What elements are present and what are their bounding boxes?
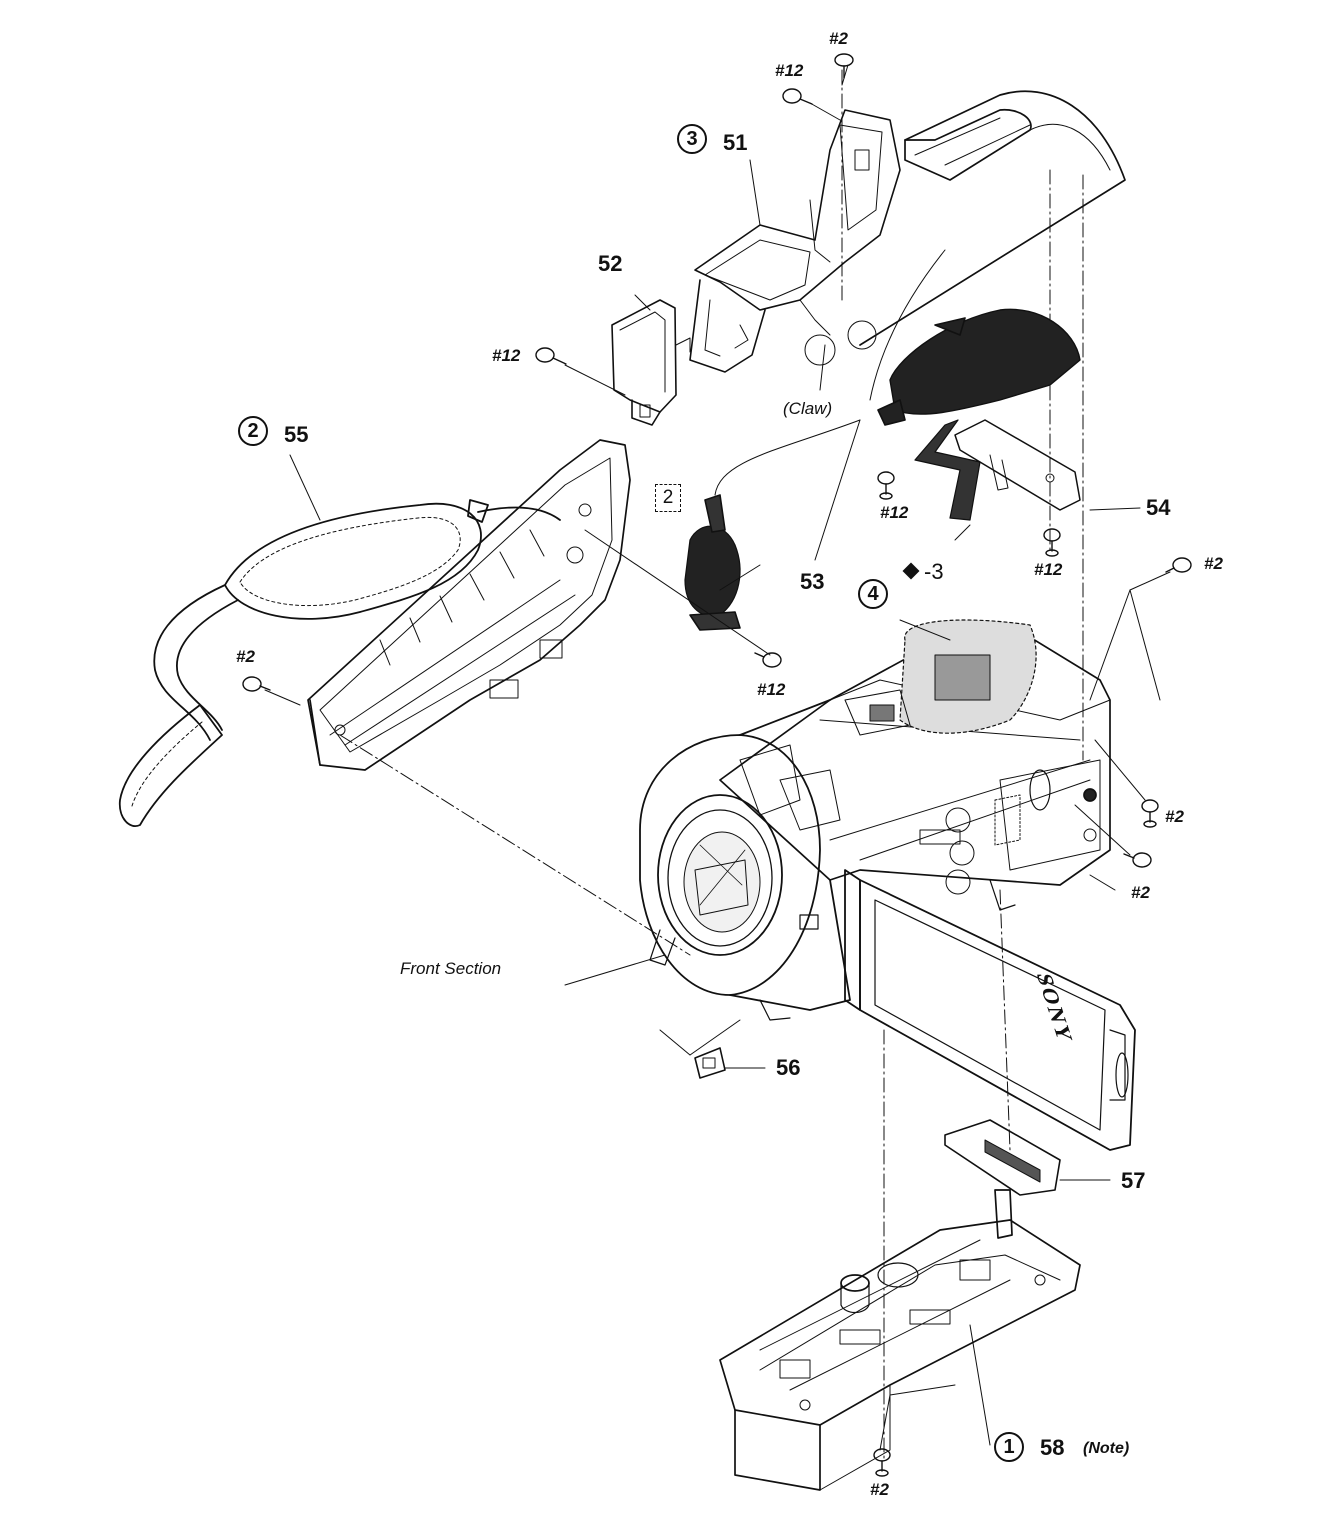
screw-label-right-2a: #2 [1204,554,1223,573]
screw-top-2 [834,53,854,79]
circled-ref-1: 1 [994,1432,1024,1462]
screw-label-54-12: #12 [1034,560,1063,579]
label-part-57: 57 [1121,1168,1146,1193]
label-part-53: 53 [800,569,825,594]
circled-ref-3: 3 [677,124,707,154]
screw-52-12 [535,347,567,365]
screw-53-12 [754,652,782,668]
label-front-section: Front Section [400,959,502,978]
screw-label-mid-12: #12 [880,503,909,522]
screw-label-left-2: #2 [236,647,255,666]
screw-mid-12 [877,471,895,500]
label-part-56: 56 [776,1055,801,1080]
part-57-jack-cover [944,1119,1061,1196]
hand-strap [118,499,561,827]
screw-top-12 [782,88,813,105]
label-part-58: 58 [1040,1435,1065,1460]
circled-ref-2: 2 [238,416,268,446]
screw-right-2c [1123,852,1152,868]
screw-54-12 [1043,528,1061,557]
screw-right-2b [1141,799,1159,828]
screw-label-53-12: #12 [757,680,786,699]
alignment-lines [339,69,1084,1461]
lcd-panel [844,869,1136,1151]
leader-lines [264,64,1171,1451]
screw-label-bottom-2: #2 [870,1480,889,1499]
screw-label-top-2: #2 [829,29,848,48]
screw-label-top-12: #12 [775,61,804,80]
label-claw: (Claw) [783,399,833,418]
screw-label-right-2c: #2 [1131,883,1150,902]
part-58-bottom-cabinet [719,1189,1081,1491]
label-part-52: 52 [598,251,623,276]
screw-bottom-2 [873,1448,891,1477]
boxed-ref-2: 2 [655,484,681,512]
grip-frame [307,439,631,771]
lens-barrel [639,699,851,1021]
camcorder-body [719,619,1111,895]
part-54-bracket [954,419,1081,511]
screw-left-2 [242,676,271,692]
screws [242,53,1192,1477]
label-diamond-ref: -3 [924,559,944,584]
part-51-top-frame [689,109,901,373]
part-52-cover [611,299,691,426]
label-part-54: 54 [1146,495,1171,520]
part-56-cap [694,1047,726,1079]
label-part-51: 51 [723,130,748,155]
part-53-flex-assembly [684,249,1081,631]
label-note: (Note) [1083,1440,1130,1457]
screw-label-52-12: #12 [492,346,521,365]
circled-ref-4: 4 [858,579,888,609]
label-part-55: 55 [284,422,309,447]
top-handle-cover [859,90,1126,346]
screw-right-2a [1165,557,1192,573]
screw-label-right-2b: #2 [1165,807,1184,826]
